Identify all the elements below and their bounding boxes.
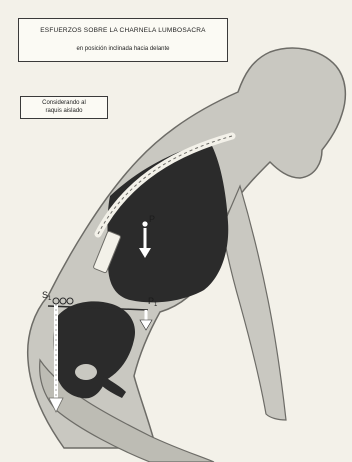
- note-line-1: Considerando al: [42, 100, 86, 106]
- title-line-2: en posición inclinada hacia delante: [19, 46, 227, 52]
- note-line-2: raquis aislado: [45, 108, 82, 114]
- title-line-1: ESFUERZOS SOBRE LA CHARNELA LUMBOSACRA: [19, 27, 227, 34]
- force-label-p: P: [149, 214, 155, 224]
- arm-silhouette: [222, 186, 286, 420]
- title-box: ESFUERZOS SOBRE LA CHARNELA LUMBOSACRA e…: [18, 18, 228, 62]
- pelvis-foramen: [75, 364, 97, 380]
- note-box: Considerando al raquis aislado: [20, 96, 108, 119]
